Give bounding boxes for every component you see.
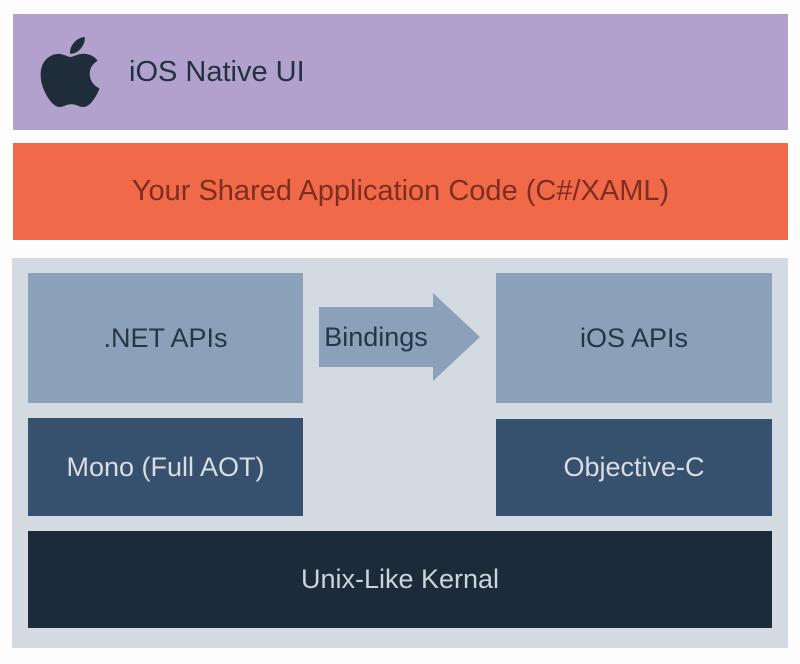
box-objective-c: Objective-C <box>496 419 772 516</box>
bindings-label: Bindings <box>324 321 428 352</box>
ios-apis-label: iOS APIs <box>579 322 689 353</box>
native-ui-label: iOS Native UI <box>129 55 305 88</box>
platform-container: .NET APIs Bindings iOS APIs Mono (Full A… <box>12 258 788 648</box>
shared-code-label: Your Shared Application Code (C#/XAML) <box>131 175 670 207</box>
bindings-arrow: Bindings <box>319 293 480 381</box>
apple-icon <box>38 32 102 112</box>
box-unix-like-kernel: Unix-Like Kernal <box>28 531 772 628</box>
box-ios-apis: iOS APIs <box>496 273 772 403</box>
layer-ios-native-ui: iOS Native UI <box>13 14 788 130</box>
kernel-label: Unix-Like Kernal <box>300 564 500 594</box>
right-arrow-icon <box>319 293 480 381</box>
mono-label: Mono (Full AOT) <box>66 451 265 482</box>
box-mono-full-aot: Mono (Full AOT) <box>28 418 303 516</box>
layer-shared-code: Your Shared Application Code (C#/XAML) <box>13 143 788 240</box>
objective-c-label: Objective-C <box>563 452 705 482</box>
box-dotnet-apis: .NET APIs <box>28 273 303 403</box>
dotnet-apis-label: .NET APIs <box>103 322 228 353</box>
